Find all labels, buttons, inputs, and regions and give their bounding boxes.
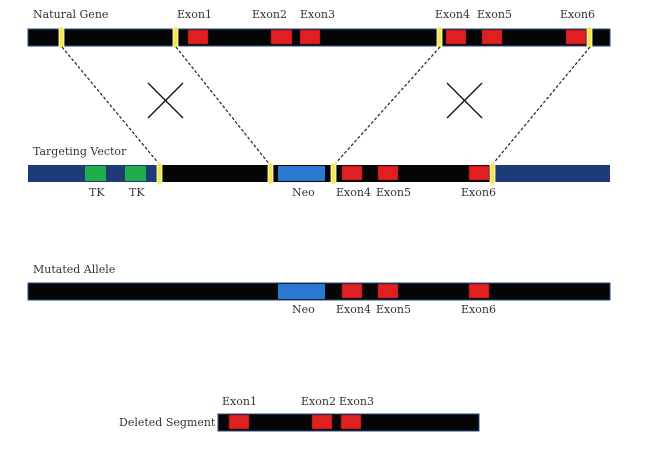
exon-box [565,29,587,45]
homology-marker [172,26,179,49]
homology-marker [156,162,163,185]
exon-label: Exon1 [222,395,257,408]
exon-label: Exon4 [435,8,470,21]
tk-label: TK [129,186,145,199]
exon-label: Exon5 [376,186,411,199]
exon-box [340,414,362,430]
mutated-allele-track: Mutated Allele Neo Exon4 Exon5 Exon6 [27,263,611,316]
exon-box [270,29,293,45]
exon-box [468,165,490,181]
exon-label: Exon5 [376,303,411,316]
neo-label: Neo [292,303,315,316]
homology-marker [58,26,65,49]
exon-label: Exon3 [339,395,374,408]
exon-box [299,29,321,45]
exon-label: Exon5 [477,8,512,21]
crossover-mark-left [147,82,184,119]
exon-label: Exon3 [300,8,335,21]
recombination-line [175,46,271,166]
tk-cassette [85,166,106,181]
homology-marker [436,26,443,49]
exon-label: Exon1 [177,8,212,21]
exon-box [228,414,250,430]
exon-box [187,29,209,45]
targeting-vector-track: Targeting Vector TK TK Neo Exon4 Exon5 E… [28,145,610,199]
mutated-allele-title: Mutated Allele [33,263,115,276]
vector-homology-arm [160,165,492,182]
exon-box [445,29,467,45]
exon-label: Exon4 [336,303,371,316]
homology-marker [330,162,337,185]
deleted-segment-track: Deleted Segment Exon1 Exon2 Exon3 [119,395,480,432]
neo-cassette [278,284,325,299]
neo-cassette [278,166,325,181]
recombination-line [333,46,441,166]
exon-label: Exon2 [301,395,336,408]
homology-marker [489,162,496,185]
exon-box [311,414,333,430]
natural-gene-track: Natural Gene Exon1 Exon2 Exon3 Exon4 Exo… [27,8,611,49]
homologous-recombination-lines [61,46,591,166]
recombination-line [491,46,591,166]
exon-box [377,165,399,181]
exon-label: Exon6 [560,8,595,21]
tk-label: TK [89,186,105,199]
homology-marker [267,162,274,185]
targeting-vector-title: Targeting Vector [33,145,127,158]
neo-label: Neo [292,186,315,199]
exon-box [377,283,399,299]
homology-marker [586,26,593,49]
exon-label: Exon6 [461,303,496,316]
exon-box [341,283,363,299]
crossover-mark-right [446,82,483,119]
deleted-segment-title: Deleted Segment [119,416,216,429]
recombination-line [61,46,161,166]
exon-label: Exon2 [252,8,287,21]
exon-box [481,29,503,45]
tk-cassette [125,166,146,181]
exon-label: Exon4 [336,186,371,199]
exon-box [468,283,490,299]
exon-label: Exon6 [461,186,496,199]
natural-gene-title: Natural Gene [33,8,108,21]
exon-box [341,165,363,181]
